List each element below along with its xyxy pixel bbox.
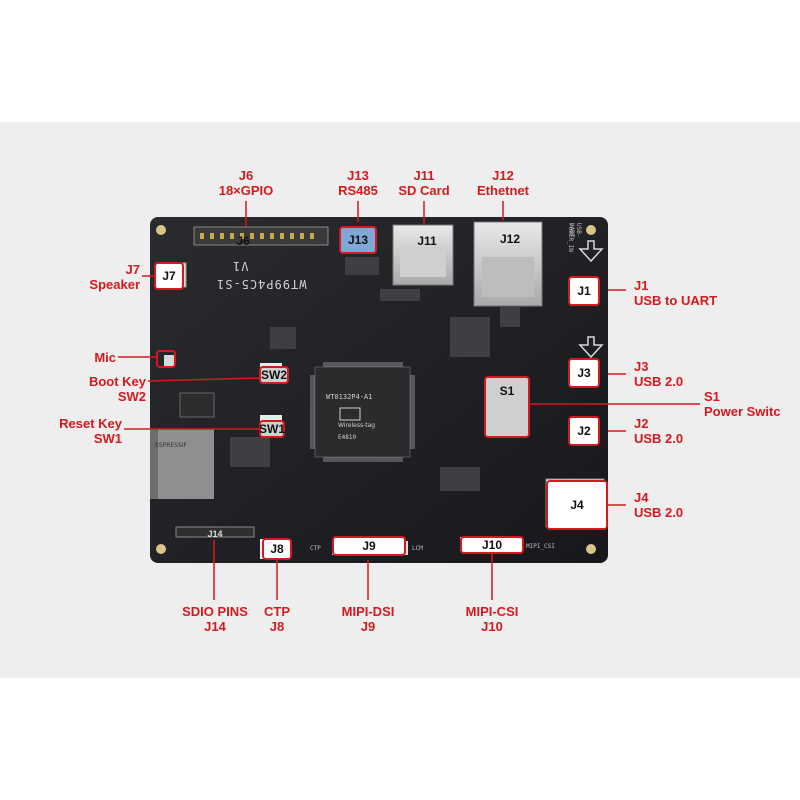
silk-version: V1	[232, 259, 249, 273]
tag-j7: J7	[154, 262, 184, 290]
tag-j12: J12	[499, 232, 521, 246]
tag-j1: J1	[568, 276, 600, 306]
silk-lcm: LCM	[412, 545, 423, 552]
tag-j6: J6	[236, 234, 250, 248]
tag-j9: J9	[332, 536, 406, 556]
silk-mipi-csi: MIPI_CSI	[526, 543, 555, 550]
mount-hole	[156, 544, 166, 554]
tag-s1: S1	[484, 376, 530, 438]
silk-model: WT99P4C5-S1	[216, 277, 307, 291]
svg-text:ESPRESSIF: ESPRESSIF	[155, 442, 188, 449]
mount-hole	[586, 225, 596, 235]
silk-usb-uart: USB-UART	[568, 223, 582, 238]
tag-mic	[156, 350, 176, 368]
tag-sw1: SW1	[259, 420, 286, 438]
chip-line-3: E4810	[338, 434, 356, 441]
tag-j14: J14	[207, 529, 223, 539]
mount-hole	[586, 544, 596, 554]
tag-j13: J13	[339, 226, 377, 254]
tag-j10: J10	[460, 536, 524, 554]
main-soc	[314, 366, 411, 458]
chip-line-1: WT0132P4-A1	[326, 393, 372, 401]
tag-j2: J2	[568, 416, 600, 446]
board-drawing: ESPRESSIF WT0132P4-A1 Wireless-tag E4810	[150, 217, 608, 563]
tag-j8: J8	[262, 538, 292, 560]
tag-j3: J3	[568, 358, 600, 388]
tag-sw2: SW2	[259, 366, 289, 384]
tag-j4: J4	[546, 480, 608, 530]
tag-j11: J11	[417, 234, 437, 248]
j14-pins	[175, 526, 255, 538]
chip-line-2: Wireless-tag	[338, 422, 375, 429]
label-mic: Mic	[94, 350, 116, 365]
wifi-module	[150, 429, 214, 499]
dev-board: ESPRESSIF WT0132P4-A1 Wireless-tag E4810	[150, 217, 608, 563]
silk-ctp: CTP	[310, 545, 321, 552]
mount-hole	[156, 225, 166, 235]
